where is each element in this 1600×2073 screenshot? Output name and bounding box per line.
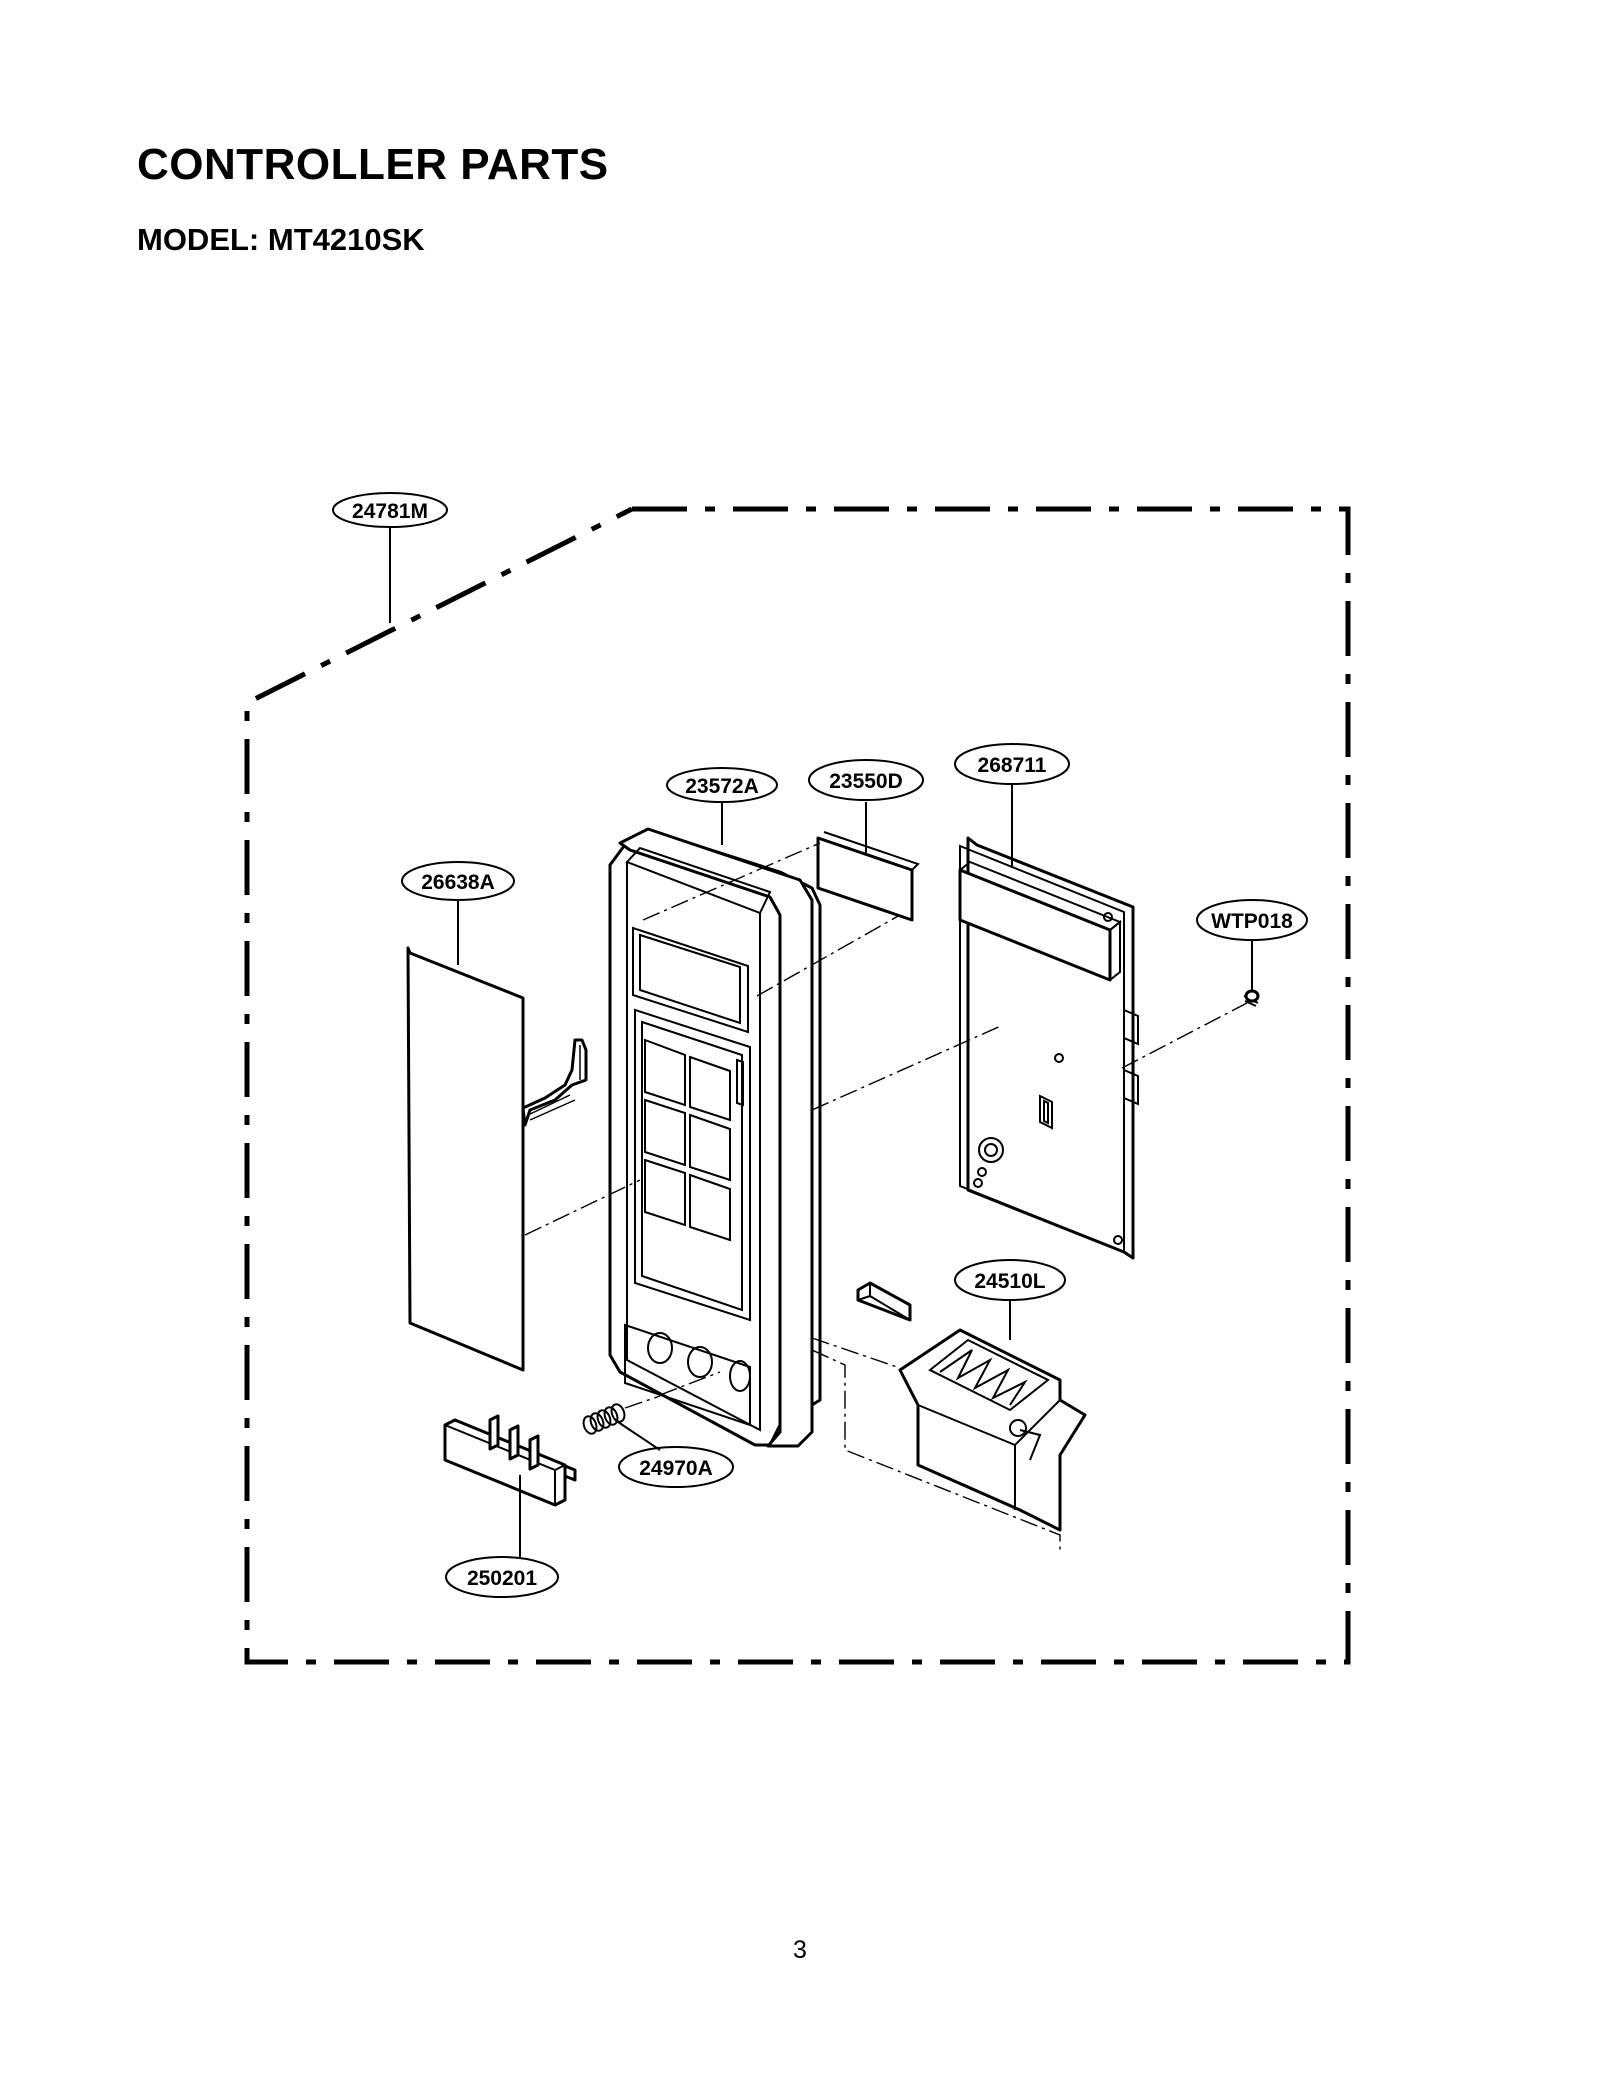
leader-lines [389,526,1253,1557]
part-callout-23572A: 23572A [666,767,778,803]
svg-text:250201: 250201 [467,1567,537,1590]
part-callout-24781M: 24781M [332,492,448,528]
part-callout-26638A: 26638A [401,861,515,901]
push-button [443,1414,577,1507]
svg-text:24510L: 24510L [974,1270,1045,1293]
svg-text:WTP018: WTP018 [1211,910,1293,933]
svg-text:26638A: 26638A [421,871,495,894]
membrane-switch [406,946,588,1372]
part-callout-250201: 250201 [445,1556,559,1598]
assembly-guide-lines [524,842,1248,1550]
page-title: CONTROLLER PARTS [137,140,609,189]
page-number: 3 [793,1936,807,1964]
screw [1243,989,1260,1007]
part-callout-24970A: 24970A [618,1446,734,1488]
door-latch [856,1281,1087,1532]
svg-text:268711: 268711 [978,754,1047,777]
part-callout-WTP018: WTP018 [1196,899,1308,941]
svg-text:24781M: 24781M [352,500,428,523]
svg-text:23550D: 23550D [829,770,903,793]
control-panel-frame [608,827,822,1448]
display-window [816,831,920,922]
spring [582,1403,626,1435]
model-label: MODEL: MT4210SK [137,222,425,257]
part-callout-24510L: 24510L [954,1259,1066,1301]
svg-text:23572A: 23572A [685,775,759,798]
pcb-assembly [958,836,1139,1260]
part-callout-268711: 268711 [954,743,1070,785]
part-callout-23550D: 23550D [808,759,924,801]
svg-text:24970A: 24970A [639,1457,713,1480]
